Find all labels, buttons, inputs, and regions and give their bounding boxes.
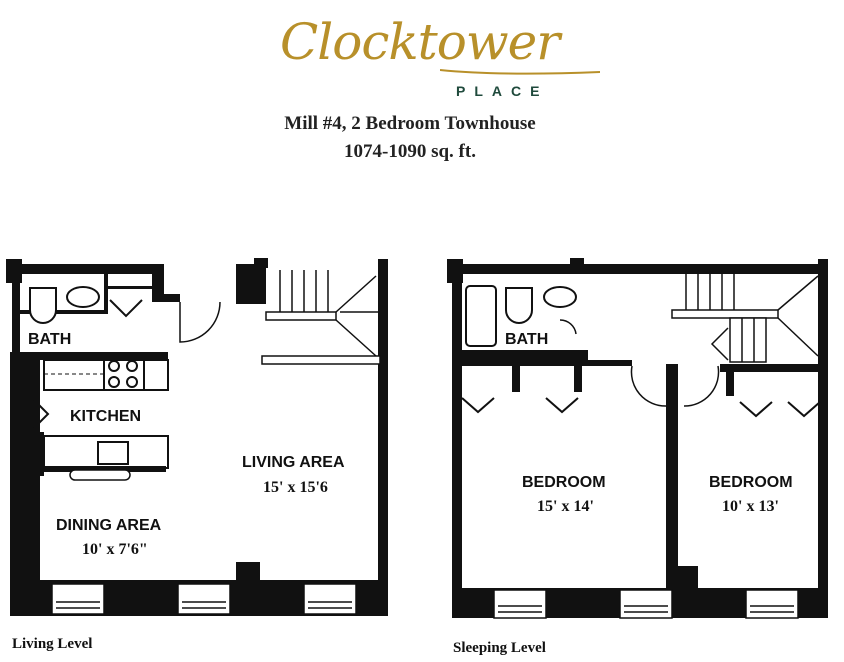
- living-level-label: Living Level: [12, 636, 93, 652]
- living-windows: [51, 583, 357, 615]
- unit-title: Mill #4, 2 Bedroom Townhouse: [284, 113, 536, 134]
- living-bath-label: BATH: [28, 331, 71, 348]
- bedroom-1-label: BEDROOM: [522, 474, 606, 491]
- sleeping-windows: [493, 589, 799, 619]
- brand-logo: Clocktower: [280, 13, 560, 71]
- unit-sqft: 1074-1090 sq. ft.: [344, 141, 476, 162]
- living-stairs: [261, 270, 381, 365]
- dining-area-dims: 10' x 7'6": [82, 541, 148, 558]
- bedroom-1-dims: 15' x 14': [537, 498, 594, 515]
- living-area-label: LIVING AREA: [242, 454, 345, 471]
- sleeping-level-plan: [447, 258, 828, 619]
- bedroom-2-dims: 10' x 13': [722, 498, 779, 515]
- brand-place: PLACE: [456, 83, 549, 99]
- living-area-dims: 15' x 15'6: [263, 479, 328, 496]
- kitchen-label: KITCHEN: [70, 408, 141, 425]
- bedroom-2-label: BEDROOM: [709, 474, 793, 491]
- sleeping-level-label: Sleeping Level: [453, 640, 546, 656]
- logo-flourish: [440, 69, 600, 75]
- living-level-plan: [6, 258, 388, 616]
- sleeping-stairs: [671, 270, 819, 363]
- sleeping-bath-label: BATH: [505, 331, 548, 348]
- dining-area-label: DINING AREA: [56, 517, 162, 534]
